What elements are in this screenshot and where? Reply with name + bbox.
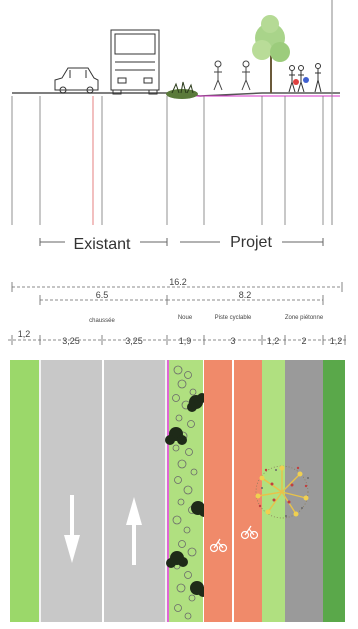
segment-value: 1,2	[18, 329, 31, 339]
tree-icon	[252, 15, 290, 93]
swale-shrub	[165, 393, 209, 597]
segment-value: 1,2	[267, 336, 280, 346]
section-lines	[11, 96, 324, 225]
segment-value: 2	[301, 336, 306, 346]
segment-value: 3,25	[125, 336, 143, 346]
up-arrow-icon	[126, 497, 142, 565]
segment-value: 3	[230, 336, 235, 346]
down-arrow-icon	[64, 495, 80, 563]
middle-grass-strip	[262, 360, 285, 622]
total-dimension-value: 16.2	[169, 277, 187, 287]
existing-group-value: 6.5	[96, 290, 109, 300]
segment-label-bike-lane: Piste cyclable	[215, 315, 252, 321]
cyclist-icon	[213, 60, 251, 91]
people-group-icon	[293, 77, 309, 85]
existing-group-label: chaussée	[89, 318, 115, 324]
segment-value: 3,25	[62, 336, 80, 346]
elevation-section: Existant Projet	[11, 0, 340, 253]
plan-view	[10, 360, 345, 622]
right-green-strip	[323, 360, 345, 622]
segment-label-footpath: Zone piétonne	[285, 315, 324, 321]
section-extent-markers	[39, 238, 324, 246]
footpath	[285, 360, 323, 622]
bicycle-icon	[209, 525, 259, 553]
bike-lane-2	[234, 360, 262, 622]
segment-label-swale: Noue	[178, 315, 193, 321]
left-grass-strip	[10, 360, 39, 622]
bike-lane-1	[204, 360, 232, 622]
project-label: Projet	[230, 234, 272, 251]
existing-label: Existant	[74, 236, 131, 253]
car-icon	[54, 67, 99, 94]
road-lane-1	[39, 360, 103, 622]
pedestrian-icon	[288, 63, 322, 93]
bus-icon	[110, 29, 160, 95]
swale-gravel	[172, 365, 198, 620]
swale-plant-icon	[166, 81, 198, 99]
segment-value: 1,2	[330, 336, 343, 346]
project-group-value: 8.2	[239, 290, 252, 300]
tree-canopy-icon	[255, 465, 309, 519]
segment-value: 1,9	[179, 336, 192, 346]
road-lane-2	[103, 360, 167, 622]
dimension-lines: 16.2 6.5 chaussée 8.2 Noue Piste cyclabl…	[8, 277, 348, 346]
